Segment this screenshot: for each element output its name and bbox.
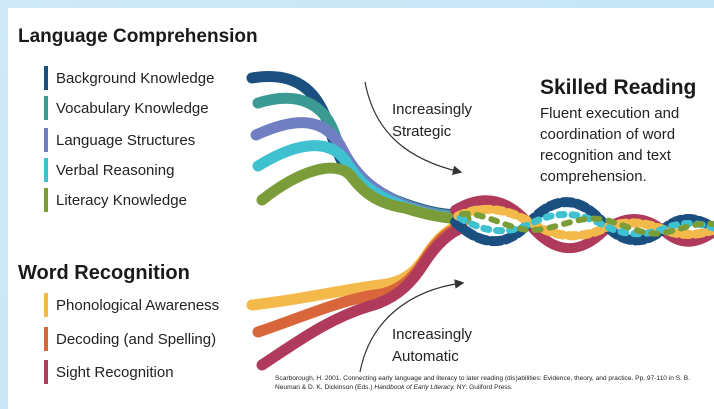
item-label: Decoding (and Spelling): [56, 330, 217, 348]
citation: Scarborough, H. 2001. Connecting early l…: [275, 374, 705, 392]
strand-phonological-awareness: [246, 218, 468, 311]
list-item-verbal-reasoning: Verbal Reasoning: [44, 158, 174, 182]
list-item-vocabulary-knowledge: Vocabulary Knowledge: [44, 96, 209, 120]
skilled-reading-description: Fluent execution and coordination of wor…: [540, 105, 680, 185]
word-recognition-heading: Word Recognition: [18, 262, 190, 284]
braided-rope: [450, 195, 714, 254]
citation-publisher: NY: Guilford Press.: [456, 384, 513, 391]
color-bar: [44, 66, 48, 90]
color-bar: [44, 293, 48, 317]
item-label: Verbal Reasoning: [56, 161, 175, 179]
list-item-decoding: Decoding (and Spelling): [44, 327, 216, 351]
list-item-phonological-awareness: Phonological Awareness: [44, 293, 219, 317]
item-label: Sight Recognition: [56, 363, 174, 381]
item-label: Background Knowledge: [56, 69, 215, 87]
strategic-arrow: [364, 81, 463, 175]
item-label: Language Structures: [56, 131, 196, 149]
color-bar: [44, 158, 48, 182]
strand-literacy-knowledge: [256, 162, 472, 225]
word-strands: [246, 218, 468, 371]
citation-text: Scarborough, H. 2001. Connecting early l…: [275, 375, 691, 391]
item-label: Phonological Awareness: [56, 296, 220, 314]
color-bar: [44, 96, 48, 120]
item-label: Vocabulary Knowledge: [56, 99, 209, 117]
list-item-background-knowledge: Background Knowledge: [44, 66, 214, 90]
strand-sight-recognition: [256, 222, 468, 371]
skilled-reading-title: Skilled Reading: [540, 76, 697, 99]
color-bar: [44, 128, 48, 152]
automatic-annotation: Increasingly Automatic: [392, 326, 473, 365]
color-bar: [44, 327, 48, 351]
color-bar: [44, 188, 48, 212]
list-item-sight-recognition: Sight Recognition: [44, 360, 174, 384]
list-item-language-structures: Language Structures: [44, 128, 195, 152]
strategic-annotation: Increasingly Strategic: [392, 101, 473, 140]
strand-decoding: [252, 220, 468, 338]
automatic-arrow: [359, 279, 465, 373]
list-item-literacy-knowledge: Literacy Knowledge: [44, 188, 187, 212]
slide-canvas: [8, 8, 714, 409]
language-strands: [246, 71, 472, 225]
citation-book-title: Handbook of Early Literacy.: [374, 384, 455, 391]
language-comprehension-heading: Language Comprehension: [18, 26, 258, 47]
item-label: Literacy Knowledge: [56, 191, 187, 209]
color-bar: [44, 360, 48, 384]
